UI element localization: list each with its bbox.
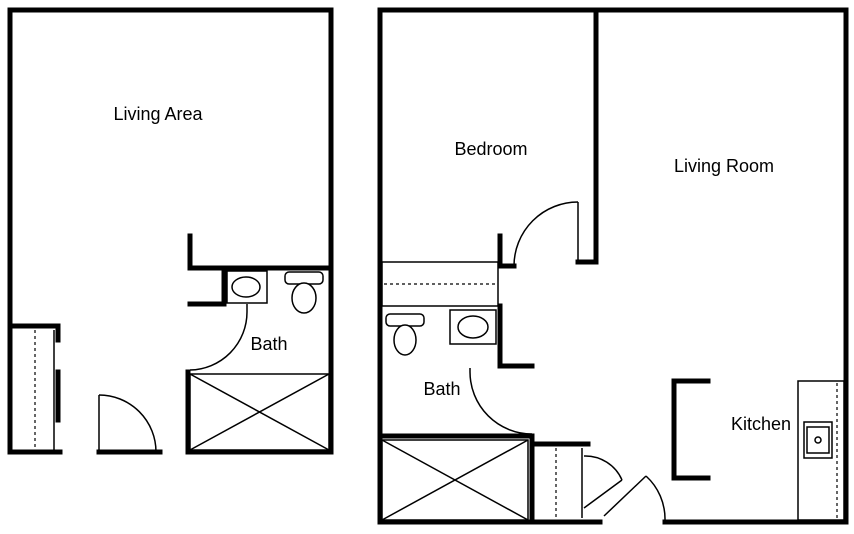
unit-a-walls <box>7 7 334 455</box>
unit-b-walls <box>377 7 849 525</box>
unit-b-bedroom-door <box>513 201 579 267</box>
unit-b-closet-door <box>583 455 623 509</box>
unit-a-bath-door <box>189 304 248 371</box>
room-label-bath: Bath <box>423 379 460 399</box>
unit-b-plan: Bedroom Living Room Bath Kitchen <box>377 7 849 525</box>
unit-a-toilet <box>284 271 324 314</box>
unit-b-toilet <box>385 313 425 356</box>
unit-a-sink <box>226 270 268 304</box>
unit-a-plan: Living Area Bath <box>7 7 334 455</box>
unit-b-sink <box>449 309 497 345</box>
room-label-bath: Bath <box>250 334 287 354</box>
kitchen-sink-icon <box>803 421 833 459</box>
unit-a-shower <box>189 373 330 451</box>
room-label-living-room: Living Room <box>674 156 774 176</box>
unit-b-counter <box>797 380 845 521</box>
unit-b-entry-door <box>603 475 666 521</box>
room-label-living-area: Living Area <box>113 104 203 124</box>
unit-b-closet <box>381 261 499 307</box>
room-label-kitchen: Kitchen <box>731 414 791 434</box>
room-label-bedroom: Bedroom <box>454 139 527 159</box>
unit-b-bath-door <box>469 368 533 435</box>
unit-a-entry-door <box>98 394 157 453</box>
unit-b-linen-closet <box>555 448 583 518</box>
unit-b-shower <box>381 439 529 521</box>
unit-a-closet <box>34 330 55 450</box>
